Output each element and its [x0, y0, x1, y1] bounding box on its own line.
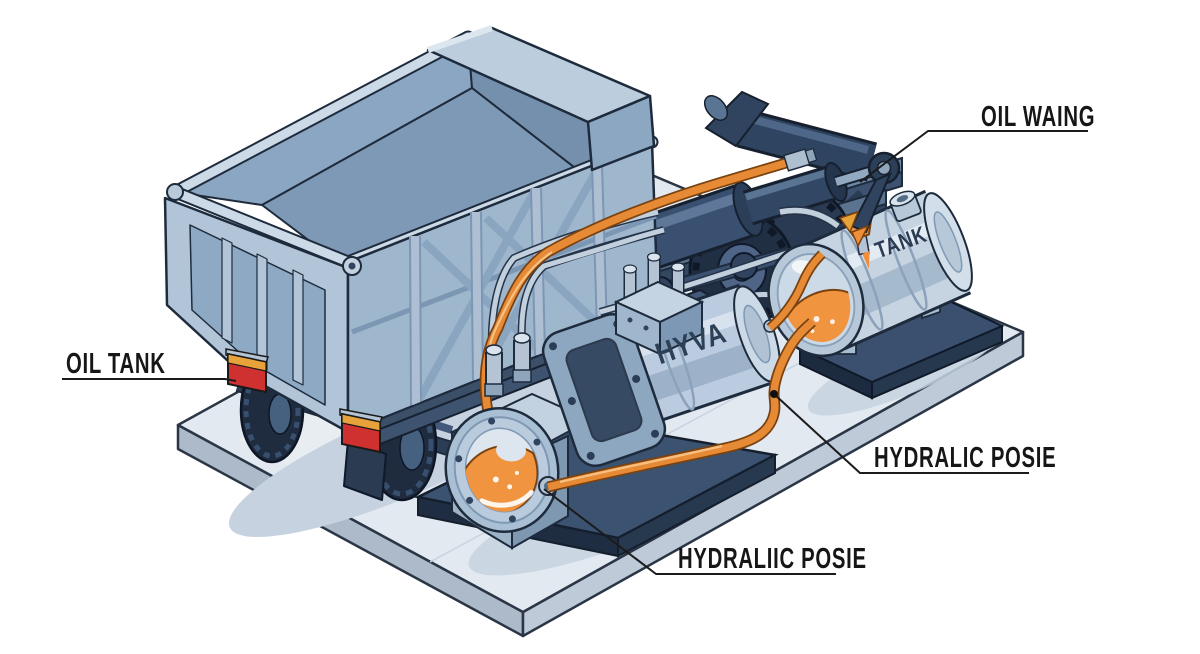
cab-protector-canopy	[426, 25, 656, 172]
leader-oil-waing	[859, 130, 1088, 183]
taillight-left	[225, 348, 269, 394]
clevis-link	[838, 172, 892, 248]
tank-stand	[797, 290, 1005, 400]
pump-top-fittings	[484, 332, 532, 397]
tailgate	[163, 196, 350, 434]
hydralic-posie-label: HYDRALIC POSIE	[874, 442, 1057, 474]
hose-cylinder-to-tank	[766, 250, 826, 332]
leader-hydraliic-posie	[543, 488, 836, 575]
gear-pump-cutaway	[444, 406, 560, 534]
taillight-right	[339, 408, 383, 454]
valve-manifold	[613, 252, 705, 356]
callout-leader-lines	[62, 130, 1088, 575]
leader-oil-tank	[62, 378, 237, 382]
oil-tank-assembly	[767, 189, 1005, 400]
leader-dot	[770, 390, 778, 398]
tank-rear-cap	[923, 192, 973, 292]
tank-filler-cap	[889, 190, 922, 223]
tank-front-cap-cutaway	[767, 242, 865, 358]
oil-waing-label: OIL WAING	[981, 101, 1096, 133]
oil-tank-label: OIL TANK	[66, 348, 166, 380]
hydraliic-posie-label: HYDRALIIC POSIE	[678, 543, 867, 575]
hose-pump-to-tank	[546, 318, 816, 493]
leader-hydralic-posie	[773, 393, 1029, 474]
